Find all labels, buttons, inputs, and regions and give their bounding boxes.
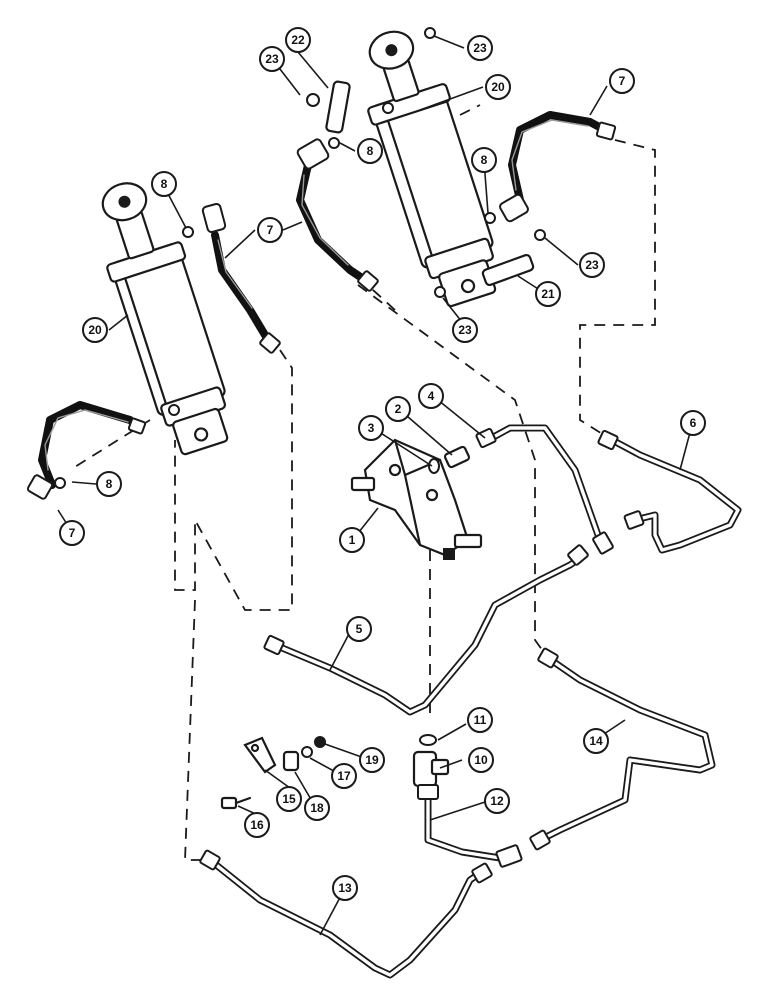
svg-text:21: 21 bbox=[541, 287, 555, 301]
fitting-10-elbow bbox=[412, 750, 450, 800]
svg-text:8: 8 bbox=[106, 477, 113, 491]
callout-4: 4 bbox=[418, 383, 444, 409]
svg-text:23: 23 bbox=[458, 323, 472, 337]
svg-text:11: 11 bbox=[474, 713, 487, 727]
callout-10: 10 bbox=[468, 747, 494, 773]
svg-text:20: 20 bbox=[491, 80, 505, 94]
svg-text:1: 1 bbox=[349, 533, 356, 547]
svg-text:17: 17 bbox=[337, 769, 351, 783]
callout-23-bottom: 23 bbox=[452, 317, 478, 343]
callout-8-bottom-left: 8 bbox=[96, 471, 122, 497]
tube-12 bbox=[424, 792, 504, 862]
callout-21: 21 bbox=[535, 281, 561, 307]
callout-7-center: 7 bbox=[257, 217, 283, 243]
callout-1: 1 bbox=[339, 527, 365, 553]
svg-text:13: 13 bbox=[338, 881, 352, 895]
svg-text:14: 14 bbox=[589, 734, 603, 748]
svg-text:20: 20 bbox=[88, 323, 102, 337]
callout-7-top-right: 7 bbox=[609, 68, 635, 94]
pin-21 bbox=[481, 253, 535, 287]
svg-text:12: 12 bbox=[490, 794, 504, 808]
tube-14 bbox=[536, 654, 716, 844]
tube-6 bbox=[608, 436, 742, 554]
washer-17 bbox=[301, 746, 313, 758]
tube-13 bbox=[206, 856, 486, 979]
bolt-16 bbox=[220, 796, 252, 810]
svg-text:19: 19 bbox=[365, 753, 379, 767]
washers bbox=[54, 27, 546, 489]
callout-20-right: 20 bbox=[485, 74, 511, 100]
callout-20-left: 20 bbox=[82, 317, 108, 343]
hose-right bbox=[499, 111, 617, 223]
callout-7-bottom-left: 7 bbox=[59, 520, 85, 546]
o-ring-3 bbox=[428, 458, 440, 474]
callout-23-top-right: 23 bbox=[467, 35, 493, 61]
svg-text:22: 22 bbox=[291, 33, 305, 47]
cylinder-right bbox=[367, 30, 497, 308]
callout-12: 12 bbox=[484, 788, 510, 814]
tube-fittings bbox=[199, 427, 645, 884]
svg-text:8: 8 bbox=[161, 177, 168, 191]
cylinder-left bbox=[101, 182, 229, 456]
callout-23-top-left: 23 bbox=[259, 46, 285, 72]
svg-text:16: 16 bbox=[250, 818, 264, 832]
callout-8-center: 8 bbox=[357, 138, 383, 164]
svg-text:15: 15 bbox=[282, 792, 296, 806]
hose-center bbox=[296, 138, 379, 292]
svg-text:8: 8 bbox=[367, 144, 374, 158]
callout-17: 17 bbox=[331, 763, 357, 789]
hose-left-lower bbox=[26, 401, 147, 500]
callout-23-right: 23 bbox=[579, 252, 605, 278]
callout-22: 22 bbox=[285, 27, 311, 53]
callout-6: 6 bbox=[680, 410, 706, 436]
svg-text:23: 23 bbox=[265, 52, 279, 66]
callout-8-right: 8 bbox=[471, 147, 497, 173]
svg-text:8: 8 bbox=[481, 153, 488, 167]
callout-8-left-upper: 8 bbox=[151, 171, 177, 197]
svg-text:5: 5 bbox=[356, 622, 363, 636]
svg-text:6: 6 bbox=[690, 416, 697, 430]
svg-text:7: 7 bbox=[619, 74, 626, 88]
svg-text:10: 10 bbox=[474, 753, 488, 767]
callout-3: 3 bbox=[358, 415, 384, 441]
pin-22 bbox=[325, 80, 351, 134]
clamp-15 bbox=[243, 736, 277, 774]
hose-left-upper bbox=[201, 203, 281, 354]
svg-text:23: 23 bbox=[473, 41, 487, 55]
spacer-18 bbox=[282, 750, 300, 772]
callout-2: 2 bbox=[385, 396, 411, 422]
svg-text:7: 7 bbox=[267, 223, 274, 237]
callout-19: 19 bbox=[359, 747, 385, 773]
callout-18: 18 bbox=[304, 795, 330, 821]
callout-11: 11 bbox=[467, 707, 493, 733]
svg-text:18: 18 bbox=[310, 801, 324, 815]
control-valve bbox=[350, 438, 483, 560]
nut-19 bbox=[314, 736, 326, 748]
callout-16: 16 bbox=[244, 812, 270, 838]
callout-5: 5 bbox=[346, 616, 372, 642]
callout-15: 15 bbox=[276, 786, 302, 812]
callout-14: 14 bbox=[583, 728, 609, 754]
svg-text:3: 3 bbox=[368, 421, 375, 435]
tube-4 bbox=[484, 424, 607, 549]
fitting-2 bbox=[443, 445, 471, 469]
tube-5 bbox=[271, 551, 589, 716]
svg-text:4: 4 bbox=[428, 389, 435, 403]
svg-text:23: 23 bbox=[585, 258, 599, 272]
svg-text:7: 7 bbox=[69, 526, 76, 540]
o-ring-11 bbox=[419, 734, 437, 746]
svg-text:2: 2 bbox=[395, 402, 402, 416]
callout-13: 13 bbox=[332, 875, 358, 901]
